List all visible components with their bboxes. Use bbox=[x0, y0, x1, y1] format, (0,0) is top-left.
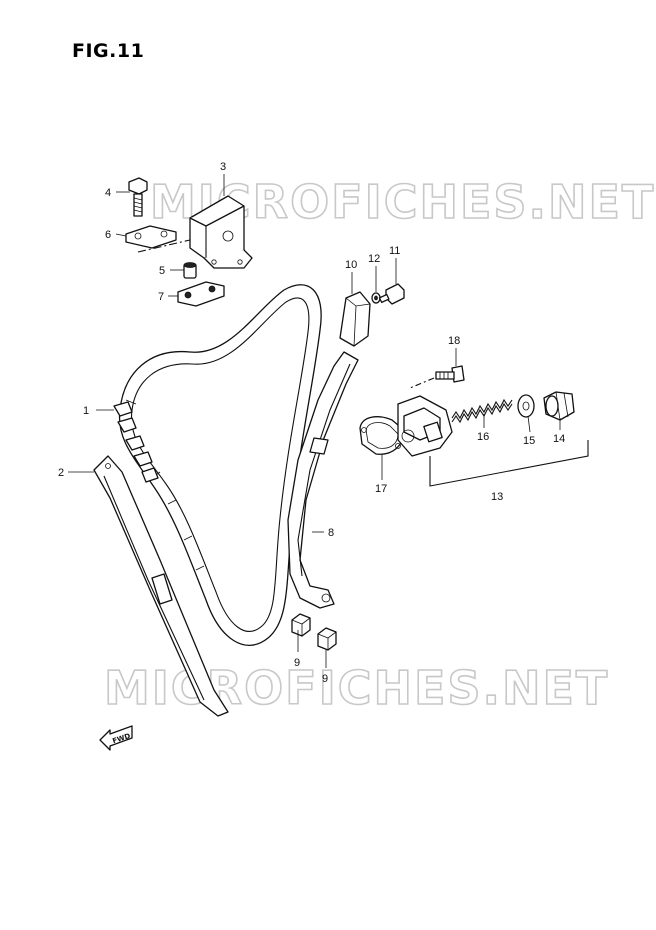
callout-11: 11 bbox=[389, 245, 400, 257]
watermark-bottom: MICROFICHES.NET bbox=[104, 661, 609, 715]
damper-9b bbox=[317, 627, 337, 651]
callout-8: 8 bbox=[328, 527, 334, 539]
callout-12: 12 bbox=[368, 253, 380, 265]
callout-16: 16 bbox=[477, 431, 489, 443]
dashline-18 bbox=[409, 377, 435, 389]
chain-guide-front bbox=[93, 455, 229, 717]
callout-5: 5 bbox=[159, 265, 165, 277]
callout-2: 2 bbox=[58, 467, 64, 479]
callout-7: 7 bbox=[158, 291, 164, 303]
cap-bolt-14 bbox=[543, 391, 575, 421]
bracket-13 bbox=[429, 440, 589, 487]
leader-lines bbox=[68, 174, 561, 668]
bolt-4 bbox=[128, 177, 148, 217]
collar-5 bbox=[183, 262, 197, 279]
callout-18: 18 bbox=[448, 335, 460, 347]
plate-7 bbox=[177, 281, 225, 307]
fwd-arrow-icon: FWD bbox=[99, 725, 133, 751]
callout-9b: 9 bbox=[322, 673, 328, 685]
tensioner-guide bbox=[287, 351, 359, 609]
damper-9a bbox=[291, 613, 311, 637]
callout-17: 17 bbox=[375, 483, 387, 495]
dashline-6 bbox=[137, 239, 191, 253]
plate-6 bbox=[125, 225, 177, 249]
bolt-18 bbox=[435, 365, 465, 383]
tensioner-assembly bbox=[359, 395, 453, 457]
callout-4: 4 bbox=[105, 187, 111, 199]
callout-3: 3 bbox=[220, 161, 226, 173]
callout-1: 1 bbox=[83, 405, 89, 417]
spring-16 bbox=[451, 398, 513, 424]
callout-6: 6 bbox=[105, 229, 111, 241]
figure-title: FIG.11 bbox=[72, 40, 145, 62]
bolt-11 bbox=[378, 283, 405, 305]
callout-9a: 9 bbox=[294, 657, 300, 669]
damper-block-10 bbox=[339, 291, 371, 347]
callout-13: 13 bbox=[491, 491, 503, 503]
callout-10: 10 bbox=[345, 259, 357, 271]
washer-12 bbox=[371, 292, 381, 304]
callout-15: 15 bbox=[523, 435, 535, 447]
washer-15 bbox=[517, 394, 535, 418]
cam-chain bbox=[113, 284, 322, 646]
callout-14: 14 bbox=[553, 433, 565, 445]
chain-guide-top bbox=[189, 195, 253, 269]
